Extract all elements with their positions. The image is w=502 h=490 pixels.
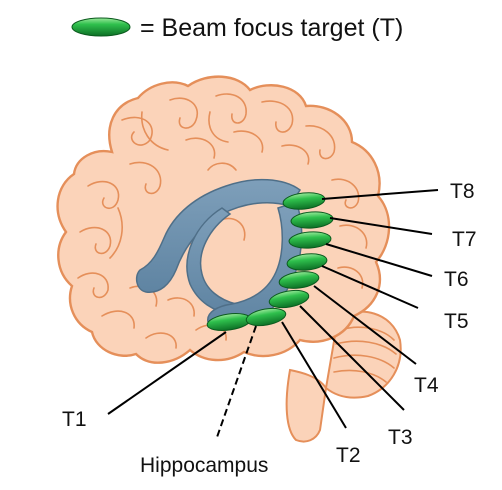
legend-text: = Beam focus target (T) (140, 14, 403, 42)
label-t7: T7 (452, 228, 477, 251)
cerebellum (324, 310, 402, 399)
leader-t4 (313, 285, 417, 365)
target-t3 (268, 289, 310, 309)
leader-t6 (325, 243, 433, 277)
legend-target-icon (71, 17, 131, 37)
legend: = Beam focus target (T) (71, 14, 403, 42)
brainstem (285, 368, 328, 443)
leader-t1 (107, 331, 227, 415)
targets (206, 192, 334, 331)
label-t5: T5 (444, 310, 469, 333)
leader-t7 (329, 217, 433, 235)
label-t3: T3 (388, 426, 413, 449)
leader-hippocampus (215, 325, 257, 441)
label-t4: T4 (414, 374, 439, 397)
brain (56, 75, 402, 443)
target-t5 (286, 253, 328, 271)
leader-t5 (321, 265, 419, 309)
label-hippocampus: Hippocampus (140, 454, 268, 477)
target-t4 (278, 271, 320, 289)
target-labels: T1 T2 T3 T4 T5 T6 T7 T8 Hippocampus (62, 180, 477, 477)
label-t2: T2 (336, 444, 361, 467)
label-t1: T1 (62, 408, 87, 431)
leader-t3 (299, 305, 405, 411)
target-t6 (288, 231, 332, 249)
leader-t8 (321, 189, 439, 200)
label-t8: T8 (450, 180, 475, 203)
leader-lines (107, 189, 439, 441)
target-t2 (245, 307, 287, 327)
leader-t2 (281, 321, 347, 429)
label-t6: T6 (444, 268, 469, 291)
